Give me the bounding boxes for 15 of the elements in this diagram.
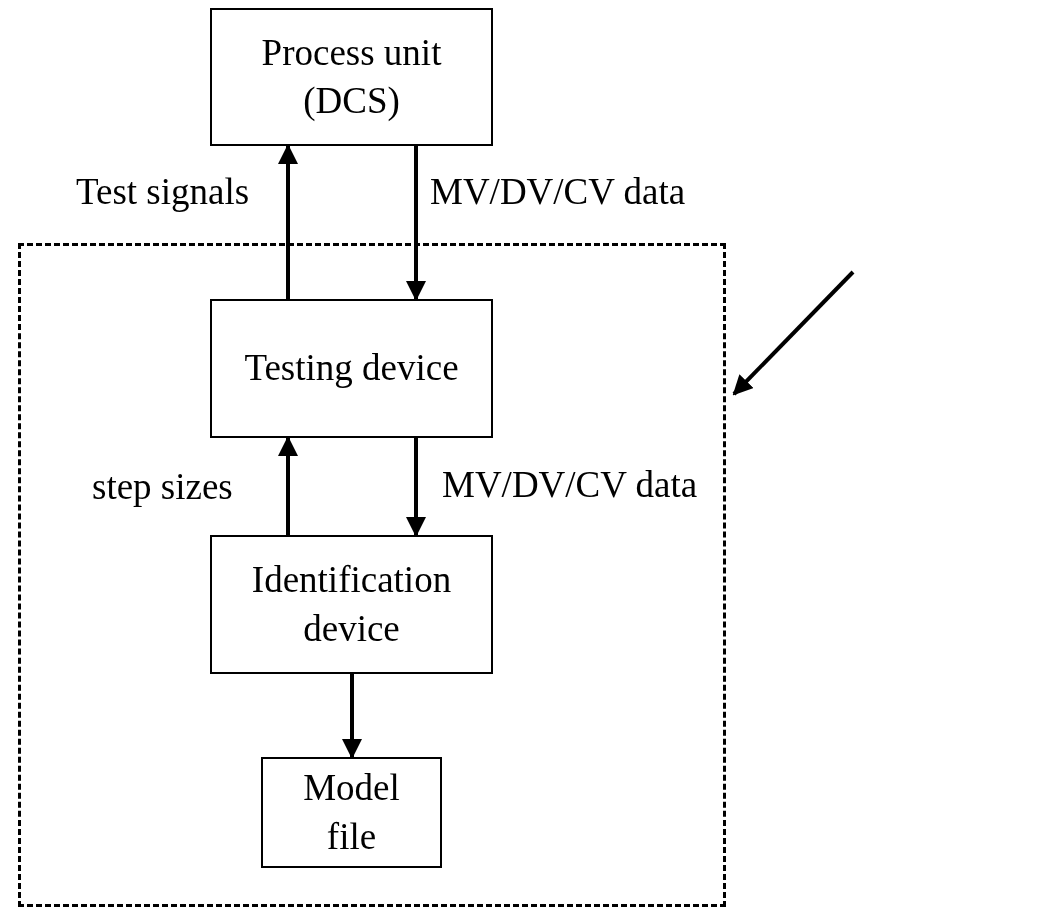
process-box [210, 299, 493, 438]
box-label: Model file [302, 766, 401, 859]
arrow [406, 146, 426, 301]
arrow [732, 270, 855, 396]
process-box [210, 535, 493, 674]
arrow [278, 144, 298, 299]
process-box [210, 8, 493, 146]
process-box [261, 757, 442, 868]
box-label: Identification device [250, 558, 453, 651]
arrow [342, 674, 362, 759]
arrow [406, 438, 426, 537]
box-label: Process unit (DCS) [260, 30, 443, 123]
arrow [278, 436, 298, 535]
box-label: Testing device [244, 346, 459, 391]
dashed-boundary [18, 243, 726, 907]
